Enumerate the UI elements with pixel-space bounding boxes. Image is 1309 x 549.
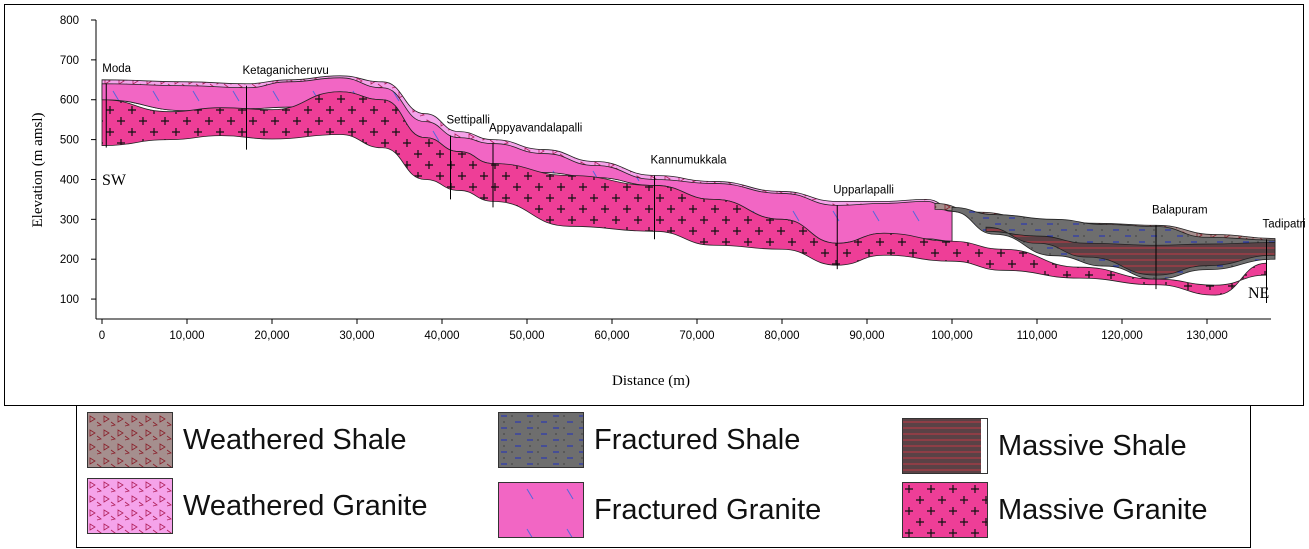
x-tick-label: 120,000	[1101, 330, 1143, 342]
place-label: Balapuram	[1152, 204, 1208, 216]
legend-panel: Weathered Shale Fractured Shale Massive …	[76, 405, 1251, 548]
legend-label: Weathered Shale	[183, 423, 407, 456]
fractured-granite-layer	[101, 77, 953, 244]
y-axis-title: Elevation (m amsl)	[30, 113, 46, 228]
legend-item-fractured-granite: Fractured Granite	[498, 482, 821, 538]
y-tick-label: 300	[60, 214, 79, 226]
legend-label: Fractured Granite	[594, 493, 822, 526]
x-tick-label: 90,000	[849, 330, 884, 342]
y-tick-label: 800	[60, 15, 79, 27]
y-tick-label: 600	[60, 95, 79, 107]
place-label: Appyavandalapalli	[489, 123, 582, 135]
weathered-shale-swatch	[87, 412, 173, 468]
x-tick-label: 100,000	[931, 330, 973, 342]
place-label: Upparlapalli	[833, 184, 894, 196]
x-axis-ticks: 0 10,000 20,000 30,000 40,000 50,000 60,000 70,…	[99, 319, 1228, 342]
legend-label: Massive Shale	[998, 429, 1187, 462]
massive-shale-layer	[985, 226, 1276, 276]
weathered-granite-swatch	[87, 478, 173, 534]
legend-item-fractured-shale: Fractured Shale	[498, 412, 800, 468]
y-tick-label: 100	[60, 294, 79, 306]
rock-layers	[101, 75, 1276, 296]
x-tick-label: 30,000	[339, 330, 374, 342]
x-tick-label: 0	[99, 330, 105, 342]
cross-section-chart: 0 10,000 20,000 30,000 40,000 50,000 60,000 70,…	[30, 15, 1305, 389]
legend-label: Weathered Granite	[183, 489, 428, 522]
x-axis-title: Distance (m)	[612, 373, 690, 389]
place-label: Kannumukkala	[651, 154, 728, 166]
y-tick-label: 500	[60, 135, 79, 147]
fractured-granite-swatch	[498, 482, 584, 538]
legend-item-weathered-shale: Weathered Shale	[87, 412, 407, 468]
x-tick-label: 10,000	[169, 330, 204, 342]
y-tick-label: 700	[60, 55, 79, 67]
massive-shale-swatch	[902, 418, 988, 474]
x-tick-label: 80,000	[764, 330, 799, 342]
massive-granite-swatch	[902, 482, 988, 538]
legend-item-massive-shale: Massive Shale	[902, 418, 1187, 474]
legend-item-weathered-granite: Weathered Granite	[87, 478, 428, 534]
x-tick-label: 130,000	[1186, 330, 1228, 342]
x-tick-label: 20,000	[254, 330, 289, 342]
x-tick-label: 50,000	[509, 330, 544, 342]
place-label: Tadipatri	[1263, 218, 1306, 230]
x-tick-label: 70,000	[679, 330, 714, 342]
direction-start-label: SW	[102, 172, 127, 189]
place-labels: Moda KetaganicheruvuSettipalliAppyavandal…	[102, 63, 1305, 230]
y-axis-ticks: 100 200 300 400 500 600 700 800	[60, 15, 96, 306]
x-tick-label: 110,000	[1017, 330, 1058, 342]
x-tick-label: 40,000	[424, 330, 459, 342]
cross-section-panel: 0 10,000 20,000 30,000 40,000 50,000 60,000 70,…	[4, 4, 1305, 406]
fractured-shale-swatch	[498, 412, 584, 468]
place-label: Moda	[102, 63, 131, 75]
legend-item-massive-granite: Massive Granite	[902, 482, 1208, 538]
x-tick-label: 60,000	[594, 330, 629, 342]
place-label: Ketaganicheruvu	[243, 65, 329, 77]
place-label: Settipalli	[447, 115, 490, 127]
y-tick-label: 400	[60, 174, 79, 186]
borehole-markers	[105, 83, 1267, 304]
y-tick-label: 200	[60, 254, 79, 266]
legend-label: Massive Granite	[998, 493, 1208, 526]
direction-end-label: NE	[1248, 285, 1269, 302]
legend-label: Fractured Shale	[594, 423, 801, 456]
